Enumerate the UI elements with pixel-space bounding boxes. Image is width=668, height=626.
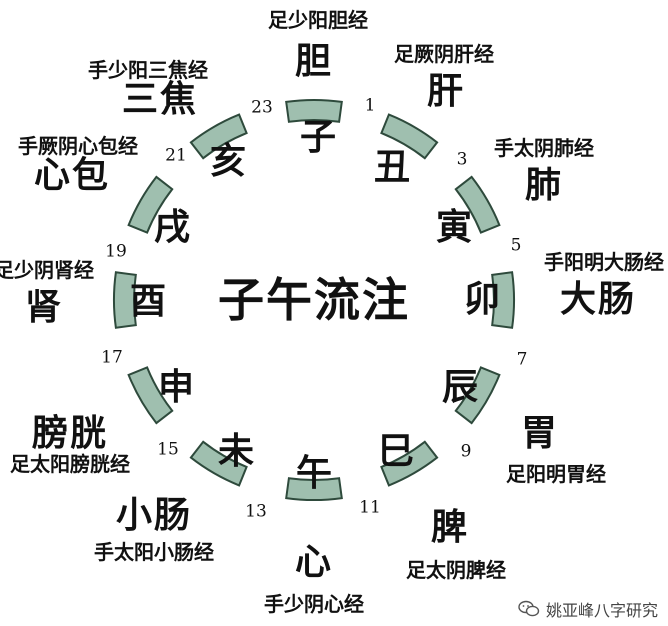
branch-label-you: 酉 [129, 281, 167, 322]
meridian-label-shen: 足太阳膀胱经 [10, 452, 130, 476]
watermark: 姚亚峰八字研究 [518, 598, 658, 620]
ring-segment-chen [454, 366, 501, 425]
branch-label-chen: 辰 [441, 367, 479, 408]
ring-segment-wu [285, 477, 343, 501]
hour-label-9: 9 [460, 441, 472, 462]
meridian-label-si: 足太阴脾经 [406, 558, 506, 582]
wechat-icon [518, 600, 540, 617]
ring-segment-yin [454, 175, 501, 234]
meridian-label-hai: 手少阳三焦经 [88, 58, 208, 82]
organ-label-wu: 心 [294, 542, 334, 583]
meridian-label-chen: 足阳明胃经 [506, 462, 606, 486]
hour-label-3: 3 [456, 149, 468, 170]
meridian-label-wu: 手少阴心经 [264, 592, 364, 616]
organ-label-hai: 三焦 [121, 79, 199, 120]
organ-label-xu: 心包 [33, 155, 111, 196]
organ-label-si: 脾 [430, 507, 470, 548]
branch-label-hai: 亥 [209, 141, 247, 182]
organ-label-wei: 小肠 [115, 495, 193, 536]
meridian-label-mao: 手阳明大肠经 [544, 250, 664, 274]
organ-label-shen: 膀胱 [31, 413, 109, 454]
hour-label-1: 1 [364, 95, 376, 116]
ring-segment-wei [189, 440, 248, 487]
branch-label-chou: 丑 [373, 147, 411, 188]
ring-segment-mao [491, 271, 515, 329]
branch-label-zi: 子 [299, 117, 337, 158]
watermark-text: 姚亚峰八字研究 [545, 601, 658, 620]
meridian-label-zi: 足少阳胆经 [268, 8, 368, 32]
organ-label-yin: 肺 [524, 165, 564, 206]
organ-label-mao: 大肠 [559, 279, 637, 320]
branch-label-yin: 寅 [435, 207, 473, 248]
hour-label-23: 23 [251, 97, 273, 118]
ring-segment-si [380, 440, 439, 487]
organ-label-zi: 胆 [294, 41, 334, 82]
organ-label-you: 肾 [24, 287, 64, 328]
branch-label-xu: 戌 [153, 207, 191, 248]
branch-label-wei: 未 [217, 431, 255, 472]
branch-label-shen: 申 [157, 367, 195, 408]
ring-segment-xu [127, 175, 174, 234]
meridian-label-wei: 手太阳小肠经 [94, 540, 214, 564]
branch-label-wu: 午 [295, 453, 333, 494]
ring-segment-hai [189, 113, 248, 160]
diagram-title: 子午流注 [218, 273, 410, 327]
organ-label-chou: 肝 [426, 71, 466, 112]
hour-label-19: 19 [105, 241, 127, 262]
hour-label-7: 7 [516, 349, 528, 370]
ring-segment-you [113, 271, 137, 329]
hour-label-17: 17 [101, 347, 123, 368]
meridian-label-chou: 足厥阴肝经 [394, 42, 494, 66]
branch-label-mao: 卯 [463, 279, 501, 320]
meridian-label-you: 足少阴肾经 [0, 258, 94, 282]
hour-label-5: 5 [510, 235, 522, 256]
organ-label-chen: 胃 [520, 413, 560, 454]
meridian-label-xu: 手厥阴心包经 [18, 134, 138, 158]
ring-segment-chou [380, 113, 439, 160]
hour-label-13: 13 [245, 501, 267, 522]
hour-label-21: 21 [165, 145, 187, 166]
ring-segment-shen [127, 366, 174, 425]
hour-label-11: 11 [359, 497, 381, 518]
meridian-label-yin: 手太阴肺经 [494, 136, 594, 160]
ring-segment-zi [285, 99, 343, 123]
branch-label-si: 巳 [377, 431, 415, 472]
hour-label-15: 15 [157, 439, 179, 460]
